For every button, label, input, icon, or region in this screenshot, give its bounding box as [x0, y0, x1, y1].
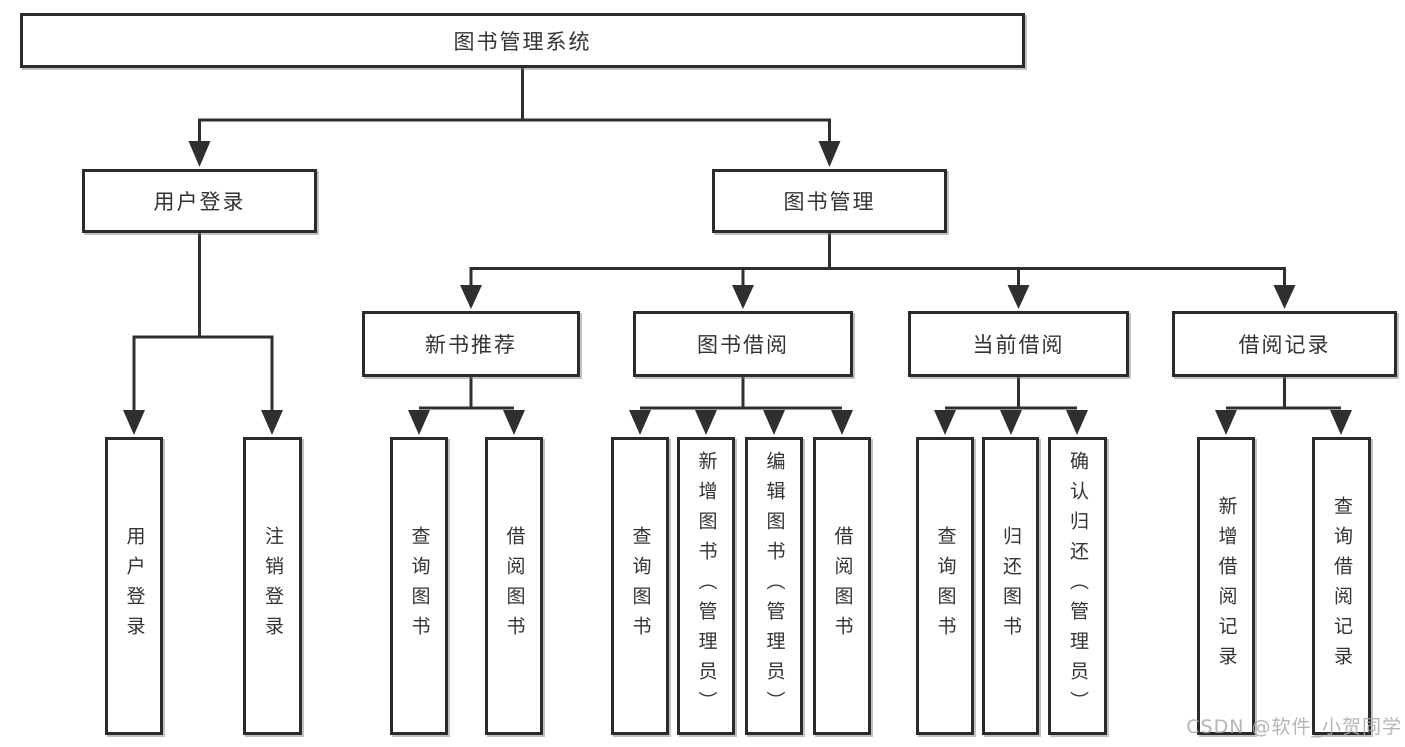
leaf-label: 编辑图书（管理员） [763, 451, 786, 721]
leaf-label: 新增图书（管理员） [695, 451, 718, 721]
node-label: 图书管理系统 [453, 29, 592, 54]
leaf-borrow-books-recommend: 借阅图书 [485, 437, 543, 735]
leaf-borrow-books: 借阅图书 [813, 437, 871, 735]
arrowheads [123, 141, 1352, 435]
node-book-borrow: 图书借阅 [633, 311, 853, 377]
leaf-label: 查询图书 [629, 526, 652, 646]
leaf-query-books-borrow: 查询图书 [611, 437, 669, 735]
node-label: 当前借阅 [972, 333, 1065, 357]
leaf-confirm-return-admin: 确认归还（管理员） [1048, 437, 1107, 735]
leaf-add-borrow-record: 新增借阅记录 [1197, 437, 1255, 735]
node-library-management-system: 图书管理系统 [20, 13, 1025, 68]
leaf-label: 查询图书 [408, 526, 431, 646]
node-label: 新书推荐 [425, 333, 517, 357]
leaf-label: 借阅图书 [503, 526, 526, 646]
csdn-watermark: CSDN @软件_小贺同学 [1186, 716, 1402, 738]
leaf-query-borrow-record: 查询借阅记录 [1312, 437, 1371, 735]
leaf-label: 查询借阅记录 [1331, 496, 1353, 676]
leaf-label: 查询图书 [934, 526, 957, 646]
leaf-label: 归还图书 [1000, 526, 1022, 646]
node-label: 用户登录 [153, 190, 246, 214]
leaf-return-book: 归还图书 [982, 437, 1039, 735]
node-current-borrow: 当前借阅 [908, 311, 1129, 377]
leaf-add-book-admin: 新增图书（管理员） [677, 437, 735, 735]
leaf-label: 注销登录 [262, 526, 284, 646]
leaf-label: 确认归还（管理员） [1067, 451, 1089, 721]
leaf-edit-book-admin: 编辑图书（管理员） [745, 437, 803, 735]
node-label: 图书管理 [783, 190, 876, 214]
leaf-label: 新增借阅记录 [1215, 496, 1238, 676]
leaf-label: 借阅图书 [831, 526, 854, 646]
node-label: 图书借阅 [697, 333, 789, 357]
node-book-management: 图书管理 [712, 169, 947, 233]
leaf-query-books-recommend: 查询图书 [390, 437, 448, 735]
leaf-logout: 注销登录 [243, 437, 302, 735]
node-label: 借阅记录 [1238, 333, 1331, 357]
node-new-book-recommend: 新书推荐 [362, 311, 580, 377]
node-borrow-records: 借阅记录 [1172, 311, 1397, 377]
leaf-query-books-current: 查询图书 [916, 437, 974, 735]
node-user-login: 用户登录 [82, 169, 317, 233]
leaf-label: 用户登录 [123, 526, 146, 646]
leaf-user-login: 用户登录 [105, 437, 163, 735]
